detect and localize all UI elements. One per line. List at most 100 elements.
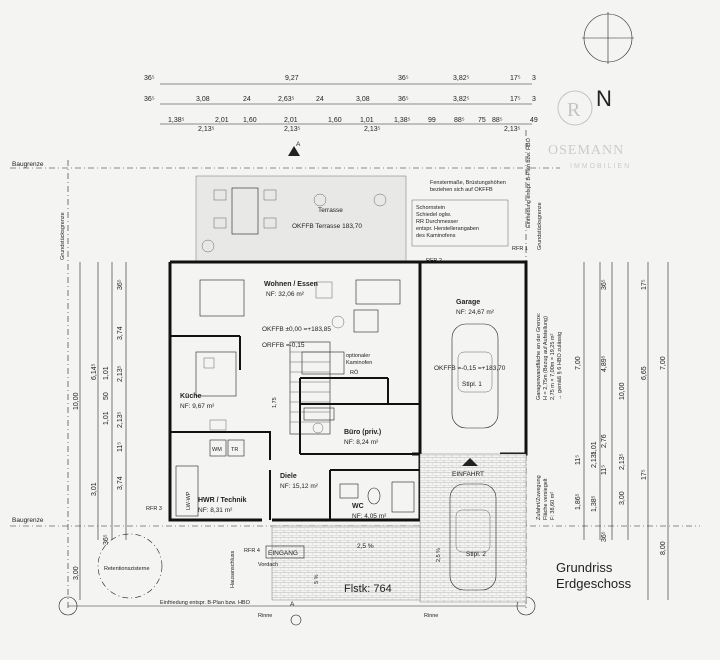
- dimension-label: 2,13⁵: [504, 126, 521, 133]
- dimension-label: 36⁵: [398, 75, 409, 82]
- stpl1-label: Stlpl. 1: [462, 381, 482, 388]
- room-garage-name: Garage: [456, 299, 480, 306]
- slope-entry: 5 %: [314, 574, 320, 584]
- stpl2-label: Stlpl. 2: [466, 551, 486, 558]
- dimension-label: 1,01: [360, 117, 374, 124]
- dimension-label: 1,60: [328, 117, 342, 124]
- entrance-paving: [271, 525, 421, 601]
- dimension-label: 3,74: [117, 476, 124, 490]
- wc-fixtures: [339, 481, 415, 513]
- dimension-label: 2,13⁵: [591, 451, 598, 468]
- fenster-note-1: Fenstermaße, Brüstungshöhen: [430, 180, 506, 186]
- fenster-note-2: beziehen sich auf OKFFB: [430, 187, 493, 193]
- dimension-label: 2,75 m × 7,00m = 19,25 m²: [550, 333, 556, 400]
- dimension-label: 7,00: [660, 356, 667, 370]
- car-2: [449, 483, 497, 591]
- h175-label: 1,75: [272, 397, 278, 408]
- dimension-label: 9,27: [285, 75, 299, 82]
- rinne-right-label: Rinne: [424, 613, 438, 619]
- dimension-label: 2,63⁵: [278, 96, 295, 103]
- dim-row-3: 1,38⁵ 2,01 1,60 2,01 1,60 1,01 1,38⁵ 99 …: [168, 117, 538, 133]
- dimension-label: 11⁵: [117, 442, 124, 452]
- hwr-appliances: [175, 439, 245, 517]
- wm-label: WM: [212, 447, 222, 453]
- dimension-label: 49: [530, 117, 538, 124]
- kaminofen-1: optionaler: [346, 353, 370, 359]
- room-kueche-name: Küche: [180, 393, 202, 400]
- dimension-label: RR Durchmesser: [416, 219, 458, 225]
- einfahrt-label: EINFAHRT: [452, 471, 484, 478]
- dimension-label: 2,13⁵: [198, 126, 215, 133]
- dimension-label: Schiedel oglw.: [416, 212, 452, 218]
- room-diele-name: Diele: [280, 473, 297, 480]
- dimension-label: 3: [532, 96, 536, 103]
- dimension-label: Fläche versiegelt: [543, 478, 549, 520]
- retention-label: Retentionszisterne: [104, 566, 150, 572]
- dimension-label: 10,00: [73, 392, 80, 410]
- rfr3-label: RFR 3: [146, 506, 162, 512]
- dimension-label: 7,00: [575, 356, 582, 370]
- section-a-bottom: A: [290, 601, 295, 608]
- eingang-label: EINGANG: [268, 550, 298, 557]
- garage-car-1: [451, 323, 499, 429]
- room-wohnen-area: NF: 32,06 m²: [266, 291, 305, 298]
- slope-main: 2,5 %: [357, 543, 374, 550]
- dimension-label: 1,38⁵: [168, 117, 185, 124]
- room-hwr-area: NF: 8,31 m²: [198, 507, 233, 514]
- lwwp-label: LW-WP: [186, 491, 192, 510]
- grundstuecksgrenze-right-label: Grundstücksgrenze: [537, 202, 543, 250]
- dimension-label: 2,01: [284, 117, 298, 124]
- driveway-paving: [419, 453, 527, 603]
- dimension-label: 2,76: [601, 434, 608, 448]
- dimension-label: 1,86⁵: [575, 493, 582, 510]
- dim-row-2: 36⁵ 3,08 24 2,63⁵ 24 3,08 36⁵ 3,82⁵ 17⁵ …: [144, 96, 536, 103]
- dimension-lines-right: [583, 262, 669, 600]
- manhole-icon: [290, 614, 302, 626]
- rinne-left-label: Rinne: [258, 613, 272, 619]
- rfr1-label: RFR 1: [512, 246, 528, 252]
- dimension-label: des Kaminofens: [416, 233, 456, 239]
- dimension-label: entspr. Herstellerangaben: [416, 226, 479, 232]
- dimension-label: Zufahrt/Zuwegung: [536, 475, 542, 520]
- dimension-lines-left: [79, 262, 127, 600]
- dimension-label: 1,60: [243, 117, 257, 124]
- okffb-main: OKFFB ±0,00 =+183,85: [262, 326, 331, 333]
- dimension-label: 10,00: [619, 382, 626, 400]
- stairs: [289, 341, 331, 435]
- logo-subtitle: IMMOBILIEN: [570, 163, 631, 170]
- room-kueche-area: NF: 9,67 m²: [180, 403, 215, 410]
- baugrenze-bottom-label: Baugrenze: [12, 517, 44, 524]
- dimension-lines-top: [160, 83, 532, 125]
- rfr4-label: RFR 4: [244, 548, 260, 554]
- dimension-label: 3,74: [117, 326, 124, 340]
- dimension-label: 50: [103, 392, 110, 400]
- schornstein-note-box: [411, 199, 509, 247]
- north-label: N: [596, 86, 612, 111]
- buero-desk: [303, 407, 335, 434]
- dimension-label: 1,01: [591, 441, 598, 455]
- dimension-label: 2,13⁵: [117, 365, 124, 382]
- logo-letter: R: [567, 99, 581, 121]
- dimension-label: 3,08: [196, 96, 210, 103]
- dimension-label: 36⁵: [144, 75, 155, 82]
- house-walls: [168, 260, 528, 522]
- dimension-label: 3,82⁵: [453, 75, 470, 82]
- room-buero-name: Büro (priv.): [344, 429, 381, 436]
- tr-label: TR: [231, 447, 238, 453]
- dimension-label: 17⁵: [510, 96, 521, 103]
- einfriedung-right-label: Einfriedung entspr. B-Plan bzw. HBO: [526, 137, 532, 228]
- compass-rose: [582, 12, 634, 64]
- okffb-garage: OKFFB =-0,15 =+183,70: [434, 365, 506, 372]
- dimension-label: Schornstein: [416, 205, 445, 211]
- title-line2: Erdgeschoss: [556, 576, 632, 591]
- dimension-label: 75: [478, 117, 486, 124]
- dimension-label: 6,65: [641, 366, 648, 380]
- orffb: ORFFB =-0,15: [262, 342, 305, 349]
- okffb-terrasse-label: OKFFB Terrasse 183,70: [292, 223, 362, 230]
- logo: R OSEMANN IMMOBILIEN: [548, 90, 631, 170]
- dimension-label: 24: [243, 96, 251, 103]
- dimension-label: 99: [428, 117, 436, 124]
- dimension-label: 6,14⁵: [91, 363, 98, 380]
- dimension-label: 8,00: [660, 541, 667, 555]
- dimension-label: 3,00: [619, 491, 626, 505]
